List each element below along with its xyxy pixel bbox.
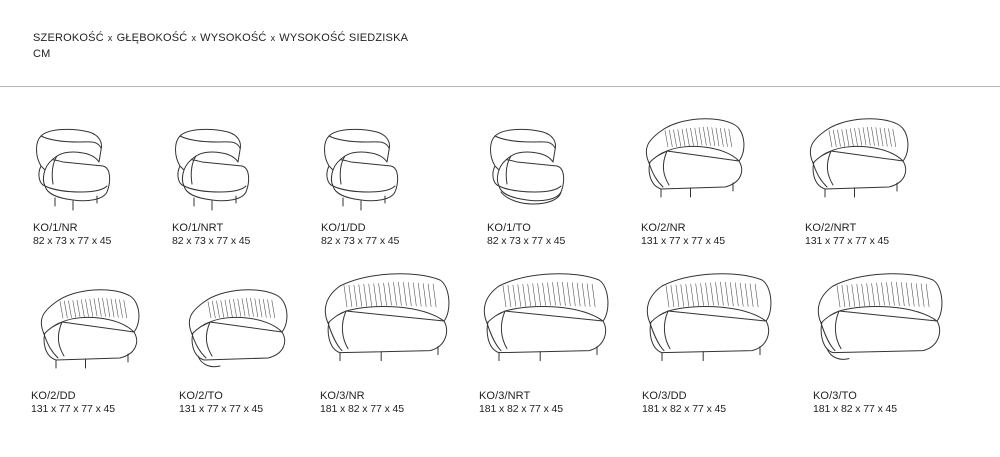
product-dimensions: 131 x 77 x 77 x 45: [641, 235, 726, 247]
product-dimensions: 131 x 77 x 77 x 45: [31, 403, 116, 415]
product-card[interactable]: KO/2/NR 131 x 77 x 77 x 45: [641, 113, 811, 248]
product-code: KO/3/DD: [642, 390, 687, 402]
product-card[interactable]: KO/3/TO 181 x 82 x 77 x 45: [813, 268, 983, 416]
product-card[interactable]: KO/2/DD 131 x 77 x 77 x 45: [31, 284, 201, 416]
product-card[interactable]: KO/3/DD 181 x 82 x 77 x 45: [642, 268, 812, 416]
sofa-3-drawing: [646, 273, 772, 362]
product-dimensions: 82 x 73 x 77 x 45: [33, 235, 112, 247]
product-dimensions: 82 x 73 x 77 x 45: [172, 235, 251, 247]
product-dimensions: 131 x 77 x 77 x 45: [805, 235, 890, 247]
product-code: KO/2/NRT: [805, 222, 857, 234]
product-card[interactable]: KO/2/NRT 131 x 77 x 77 x 45: [805, 113, 975, 248]
product-code: KO/2/DD: [31, 390, 76, 402]
product-code: KO/2/NR: [641, 222, 686, 234]
armchair-drawing: [175, 128, 250, 211]
sofa-3-drawing: [324, 273, 450, 362]
product-code: KO/1/DD: [321, 222, 366, 234]
product-code: KO/3/NRT: [479, 390, 531, 402]
product-code: KO/1/NR: [33, 222, 78, 234]
product-dimensions: 181 x 82 x 77 x 45: [320, 403, 405, 415]
product-card[interactable]: KO/3/NR 181 x 82 x 77 x 45: [320, 268, 490, 416]
product-dimensions: 82 x 73 x 77 x 45: [321, 235, 400, 247]
armchair-drawing: [324, 128, 399, 211]
sofa-3-drawing: [483, 273, 609, 362]
product-code: KO/2/TO: [179, 390, 223, 402]
product-card[interactable]: KO/1/DD 82 x 73 x 77 x 45: [321, 126, 491, 248]
product-card[interactable]: KO/1/NR 82 x 73 x 77 x 45: [33, 126, 203, 248]
product-dimensions: 181 x 82 x 77 x 45: [642, 403, 727, 415]
product-dimensions: 131 x 77 x 77 x 45: [179, 403, 264, 415]
product-dimensions: 82 x 73 x 77 x 45: [487, 235, 566, 247]
product-card[interactable]: KO/2/TO 131 x 77 x 77 x 45: [179, 284, 349, 416]
product-card[interactable]: KO/1/TO 82 x 73 x 77 x 45: [487, 126, 657, 248]
product-code: KO/1/NRT: [172, 222, 224, 234]
product-dimensions: 181 x 82 x 77 x 45: [479, 403, 564, 415]
dim-depth-label: GŁĘBOKOŚĆ: [116, 32, 188, 44]
armchair-drawing: [490, 128, 565, 205]
product-card[interactable]: KO/1/NRT 82 x 73 x 77 x 45: [172, 126, 342, 248]
product-code: KO/3/TO: [813, 390, 857, 402]
product-code: KO/1/TO: [487, 222, 531, 234]
dim-seat-height-label: WYSOKOŚĆ SIEDZISKA: [279, 32, 409, 44]
sofa-2-drawing: [809, 118, 909, 198]
sofa-2-drawing: [188, 289, 288, 368]
sofa-2-drawing: [645, 118, 745, 198]
header-divider: [0, 86, 1000, 87]
product-code: KO/3/NR: [320, 390, 365, 402]
dim-separator: x: [191, 33, 197, 43]
dim-height-label: WYSOKOŚĆ: [200, 32, 267, 44]
product-card[interactable]: KO/3/NRT 181 x 82 x 77 x 45: [479, 268, 649, 416]
sofa-2-drawing: [40, 289, 140, 369]
unit-label: CM: [33, 48, 51, 60]
dim-separator: x: [107, 33, 113, 43]
product-dimensions: 181 x 82 x 77 x 45: [813, 403, 898, 415]
armchair-drawing: [36, 128, 111, 211]
dim-width-label: SZEROKOŚĆ: [33, 32, 104, 44]
dim-separator: x: [270, 33, 276, 43]
sofa-3-drawing: [817, 273, 943, 360]
